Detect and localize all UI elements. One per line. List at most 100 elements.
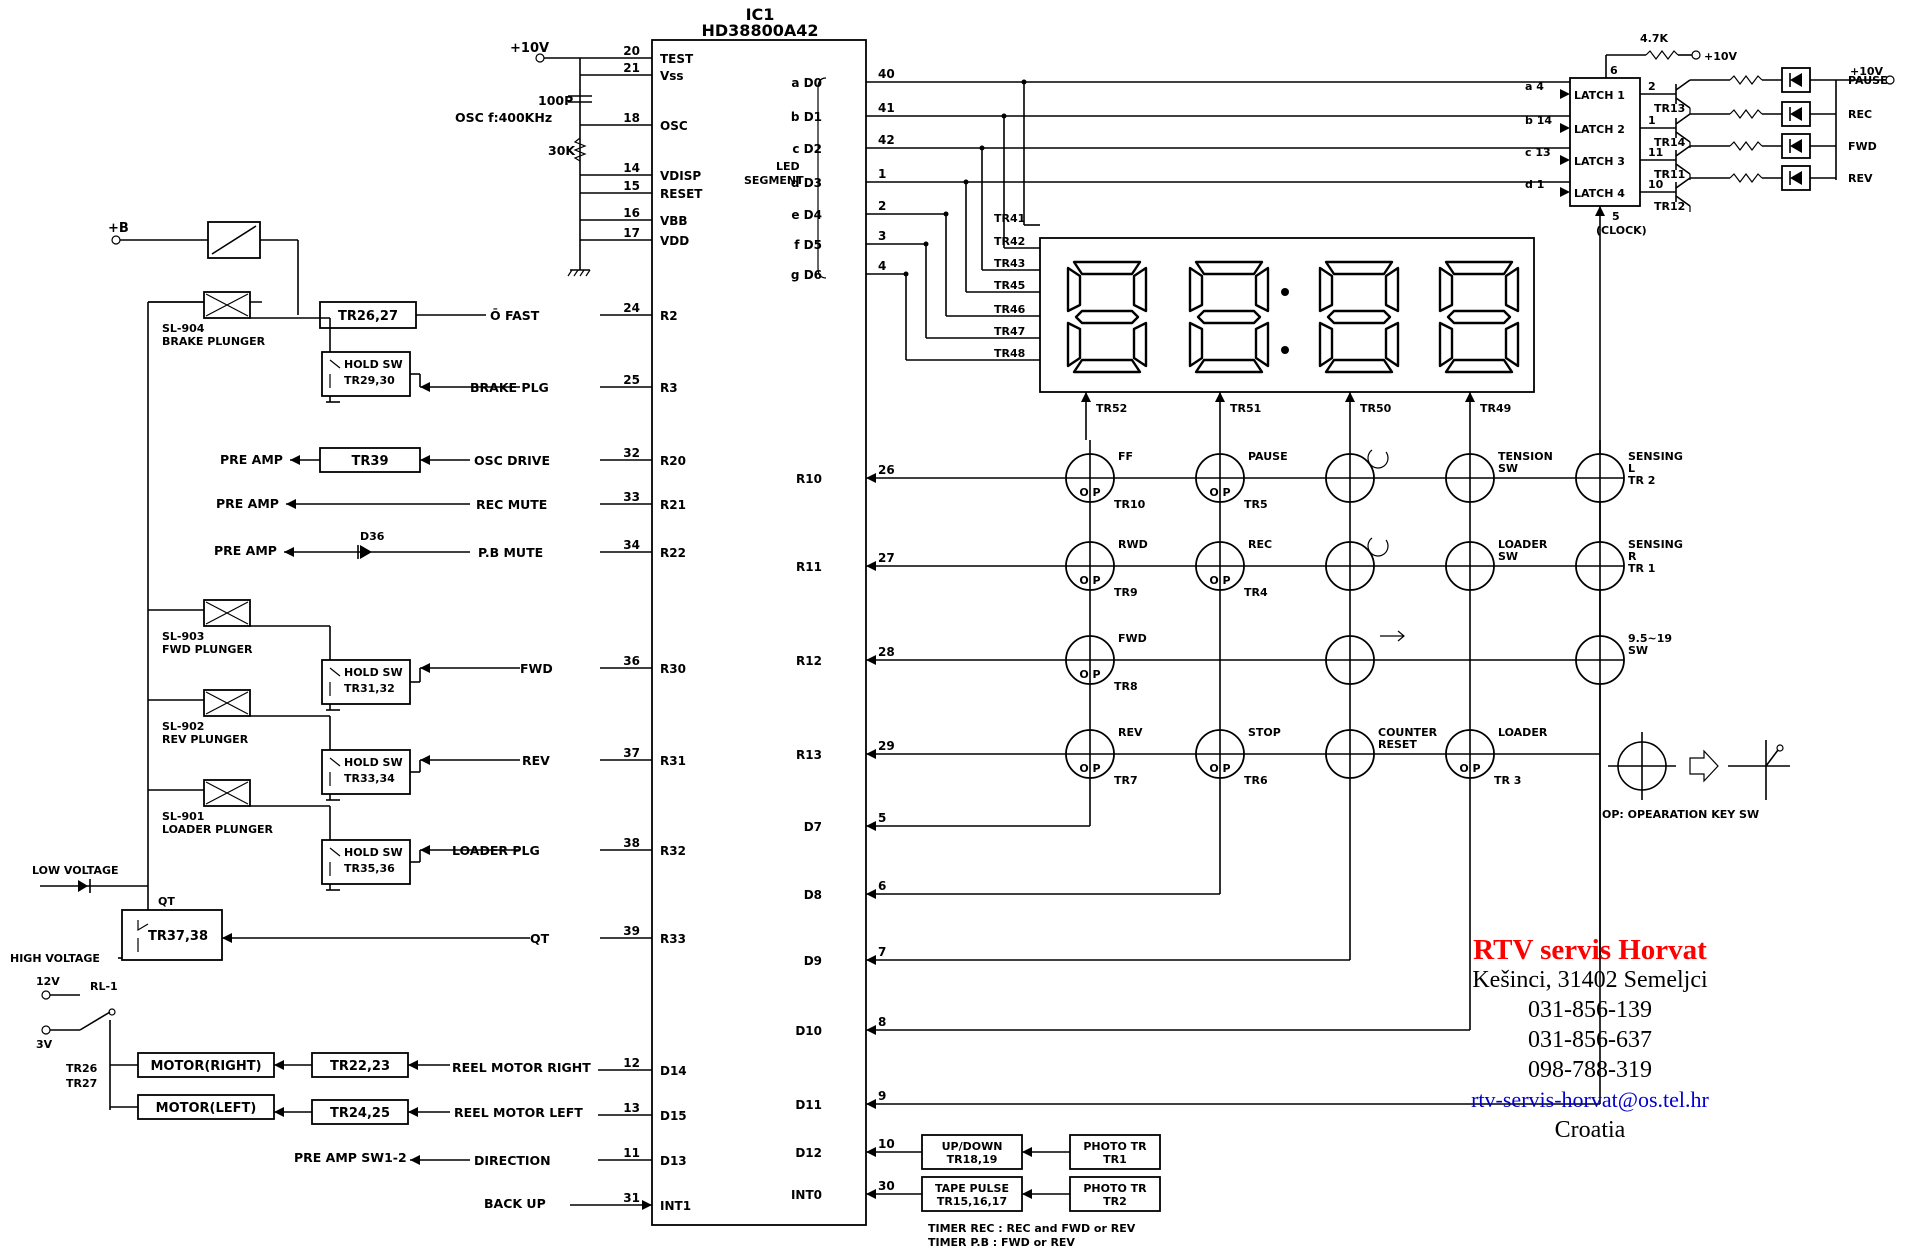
svg-text:TR22,23: TR22,23 xyxy=(330,1059,390,1074)
key-op: O P xyxy=(1079,668,1100,681)
chip-pin-num: 18 xyxy=(623,111,640,125)
latch-in: c 13 xyxy=(1525,146,1551,159)
pre-amp-1: PRE AMP xyxy=(220,452,283,467)
led-diode xyxy=(1790,107,1802,121)
matrix-arrow xyxy=(866,1099,876,1109)
chip-pin-name: VDISP xyxy=(660,169,701,183)
hold-sw-tr: TR31,32 xyxy=(344,682,395,695)
latch-name: LATCH 3 xyxy=(1574,155,1625,168)
latch-arrow xyxy=(1560,155,1570,165)
svg-text:TR24,25: TR24,25 xyxy=(330,1106,390,1121)
transistor-collector xyxy=(1675,177,1691,189)
chip-pin-num: 37 xyxy=(623,746,640,760)
chip-pin-num: 9 xyxy=(878,1089,886,1103)
key-op: O P xyxy=(1209,486,1230,499)
svg-text:PHOTO TR: PHOTO TR xyxy=(1083,1140,1147,1153)
key-label: TR 2 xyxy=(1628,474,1655,487)
chip-part: HD38800A42 xyxy=(702,21,819,40)
key-label: TR9 xyxy=(1114,586,1138,599)
res-30k: 30K xyxy=(548,143,576,158)
led-resistor xyxy=(1729,75,1763,85)
key-label: TR 3 xyxy=(1494,774,1521,787)
hold-sw-tr: TR29,30 xyxy=(344,374,395,387)
latch-clock: (CLOCK) xyxy=(1596,224,1647,237)
key-label: REC xyxy=(1248,538,1272,551)
chip-pin-name: D7 xyxy=(804,820,822,834)
key-label: TR5 xyxy=(1244,498,1268,511)
led-label: FWD xyxy=(1848,140,1877,153)
chip-pin-num: 21 xyxy=(623,61,640,75)
digit-drive-arrow xyxy=(1465,392,1475,402)
pause-v: +10V xyxy=(1850,65,1884,78)
photo-section: UP/DOWN TR18,19 PHOTO TR TR1 TAPE PULSE … xyxy=(866,1134,1161,1249)
credit-email[interactable]: rtv-servis-horvat@os.tel.hr xyxy=(1471,1087,1709,1112)
latch-out: 1 xyxy=(1648,114,1656,127)
latch-out: 10 xyxy=(1648,178,1664,191)
credit-phone-2: 031-856-637 xyxy=(1528,1027,1652,1053)
chip-ref: IC1 xyxy=(746,5,775,24)
sig-fast: Ō FAST xyxy=(490,308,540,323)
arrow-right-icon xyxy=(1380,630,1405,642)
latch-tr: TR11 xyxy=(1654,168,1685,181)
chip-pin-num: 33 xyxy=(623,490,640,504)
osc-freq: OSC f:400KHz xyxy=(455,110,552,125)
digit-drive-arrow xyxy=(1081,392,1091,402)
chip-pin-name: R33 xyxy=(660,932,686,946)
chip-pin-num: 1 xyxy=(878,167,886,181)
svg-text:TR26,27: TR26,27 xyxy=(338,309,398,324)
hold-sw-tr: TR35,36 xyxy=(344,862,395,875)
chip-pin-name: D15 xyxy=(660,1109,687,1123)
chip-pin-num: 20 xyxy=(623,44,640,58)
hold-sw-box xyxy=(321,749,411,795)
credit-phone-3: 098-788-319 xyxy=(1528,1057,1652,1083)
digit-tr-label: TR50 xyxy=(1360,402,1392,415)
hold-sw-contact xyxy=(329,359,341,388)
key-op: O P xyxy=(1079,486,1100,499)
display-segment xyxy=(1318,321,1334,368)
key-label: COUNTER xyxy=(1378,726,1438,739)
display-segment xyxy=(1196,309,1262,325)
key-label: RESET xyxy=(1378,738,1417,751)
svg-text:PHOTO TR: PHOTO TR xyxy=(1083,1182,1147,1195)
plus-b: +B xyxy=(108,221,129,236)
chip-pin-name: a D0 xyxy=(791,76,822,90)
plunger-signal: REV xyxy=(522,753,550,768)
motor-section: 12V RL-1 3V TR26 TR27 MOTOR(RIGHT) TR22,… xyxy=(36,975,652,1211)
display-segment xyxy=(1324,260,1394,276)
plunger-signal: BRAKE PLG xyxy=(470,380,549,395)
display-segment xyxy=(1446,309,1512,325)
qt-label: QT xyxy=(158,895,175,908)
sig-backup: BACK UP xyxy=(484,1196,546,1211)
chip-pin-name: e D4 xyxy=(791,208,822,222)
credit-phone-1: 031-856-139 xyxy=(1528,997,1652,1023)
seg-junction xyxy=(903,271,909,277)
tr26-label: TR26 xyxy=(66,1062,98,1075)
hold-sw-box xyxy=(321,351,411,397)
display-segment xyxy=(1444,260,1514,276)
chip-pin-name: D8 xyxy=(804,888,822,902)
plunger-ref: SL-902 xyxy=(162,720,204,733)
display-segment xyxy=(1326,309,1392,325)
svg-text:TR2: TR2 xyxy=(1103,1195,1127,1208)
chip-pin-name: TEST xyxy=(660,52,694,66)
latch-ic xyxy=(1569,77,1641,207)
chip-pin-name: R13 xyxy=(796,748,822,762)
pre-amp-3: PRE AMP xyxy=(214,543,277,558)
led-resistor xyxy=(1729,109,1763,119)
matrix-arrow xyxy=(866,473,876,483)
key-label: 9.5~19 xyxy=(1628,632,1672,645)
matrix-arrow xyxy=(866,889,876,899)
hold-sw-box xyxy=(321,839,411,885)
chip-pin-num: 25 xyxy=(623,373,640,387)
legend-text: OP: OPEARATION KEY SW xyxy=(1602,808,1759,821)
plunger-ref: SL-903 xyxy=(162,630,204,643)
chip-pin-num: 39 xyxy=(623,924,640,938)
led-resistor xyxy=(1729,173,1763,183)
display-segment xyxy=(1132,266,1148,313)
chip-pin-num: 42 xyxy=(878,133,895,147)
plunger-x xyxy=(205,781,249,805)
latch-clock-pin: 5 xyxy=(1612,210,1620,223)
motor-left xyxy=(137,1094,275,1120)
key-label: SW xyxy=(1628,644,1648,657)
